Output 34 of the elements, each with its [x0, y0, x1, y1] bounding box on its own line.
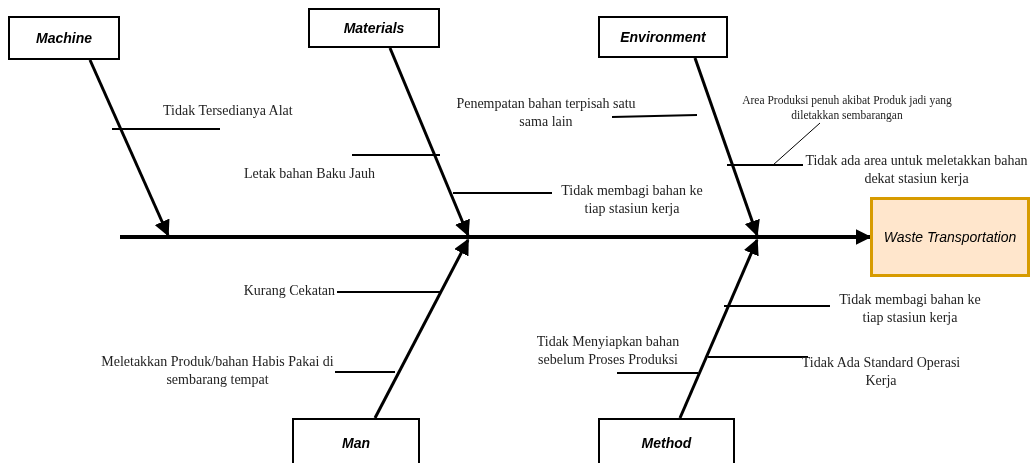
leader-line: [723, 305, 831, 307]
cause-label: Tidak Ada Standard Operasi Kerja: [798, 353, 964, 391]
bone-arrow: [88, 59, 170, 237]
cause-label: Tidak Menyiapkan bahan sebelum Proses Produksi: [512, 332, 704, 370]
spine-arrow: [120, 229, 872, 245]
leader-line: [351, 154, 441, 156]
leader-line: [726, 164, 804, 166]
cause-label: Tidak ada area untuk meletakkan bahan dekat stasiun kerja: [803, 150, 1030, 190]
effect-box: Waste Transportation: [870, 197, 1030, 277]
leader-line: [336, 291, 441, 293]
cause-label: Penempatan bahan terpisah satu sama lain: [452, 94, 640, 132]
category-box: Environment: [598, 16, 728, 58]
cause-label: Meletakkan Produk/bahan Habis Pakai di sembarang tempat: [100, 352, 335, 390]
bone-arrow: [678, 238, 759, 419]
cause-label: Tidak membagi bahan ke tiap stasiun kerja: [830, 290, 990, 328]
leader-line: [616, 372, 699, 374]
cause-label: Tidak membagi bahan ke tiap stasiun kerja: [552, 181, 712, 219]
bone-arrow: [388, 47, 470, 237]
category-box: Materials: [308, 8, 440, 48]
leader-line: [111, 128, 221, 130]
leader-line: [452, 192, 553, 194]
cause-label: Letak bahan Baku Jauh: [244, 164, 404, 184]
category-box: Method: [598, 418, 735, 463]
cause-label: Area Produksi penuh akibat Produk jadi yang diletakkan sembarangan: [718, 93, 976, 123]
cause-label: Tidak Tersedianya Alat: [163, 101, 323, 121]
bone-arrow: [373, 238, 470, 419]
bone-arrow: [693, 57, 760, 237]
category-box: Man: [292, 418, 420, 463]
leader-line: [611, 114, 698, 118]
category-box: Machine: [8, 16, 120, 60]
leader-line: [707, 356, 809, 358]
cause-label: Kurang Cekatan: [218, 281, 335, 301]
leader-line: [334, 371, 396, 373]
leader-line: [772, 122, 821, 166]
